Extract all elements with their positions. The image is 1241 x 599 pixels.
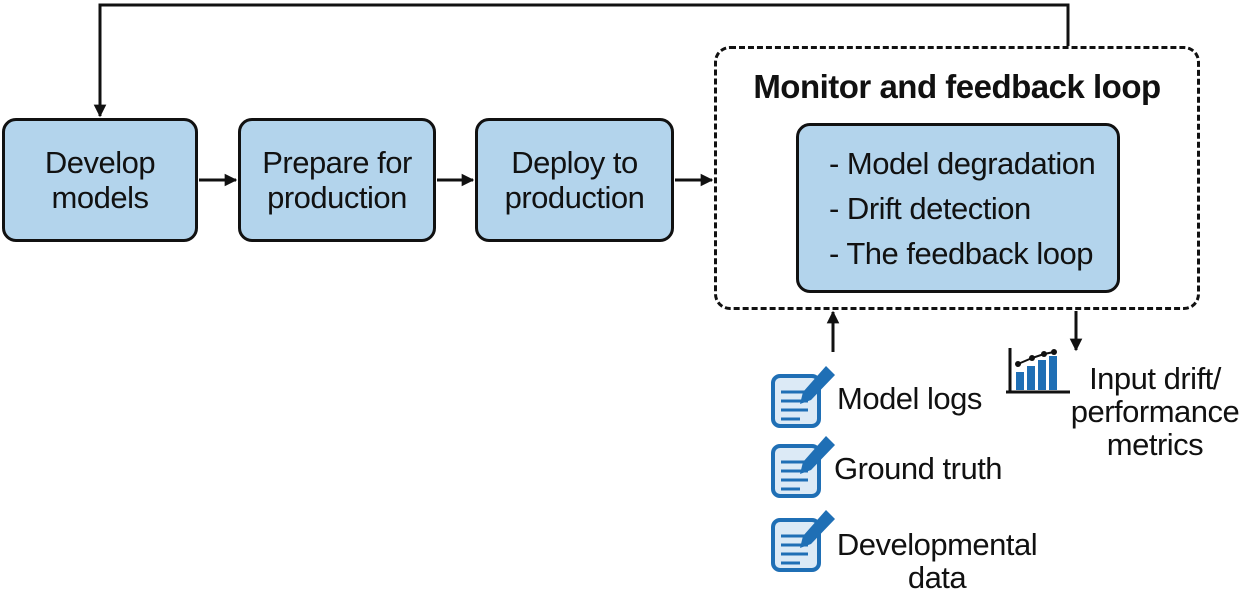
prepare-for-production-stage: Prepare for production [238, 118, 436, 242]
input-drift-metrics-label: Input drift/ performance metrics [1068, 362, 1241, 461]
label-line: Input drift/ [1089, 361, 1221, 396]
document-edit-icon [771, 436, 835, 498]
stage-label-line: Deploy to [511, 145, 638, 180]
monitor-details-box: - Model degradation - Drift detection - … [796, 123, 1120, 293]
monitor-item: - Model degradation [829, 145, 1096, 181]
label-line: performance [1070, 394, 1240, 429]
document-edit-icon [771, 366, 835, 428]
feedback-loop-arrow [93, 3, 1070, 118]
label-line: metrics [1106, 427, 1204, 462]
document-edit-icon [771, 510, 835, 572]
stage-label-line: Prepare for [262, 145, 412, 180]
monitor-feedback-group [714, 46, 1200, 310]
stage-label-line: Develop [44, 145, 156, 180]
monitor-item: - Drift detection [829, 190, 1031, 226]
develop-models-stage: Develop models [2, 118, 198, 242]
stage-label-line: production [267, 180, 407, 215]
bar-chart-icon [1006, 348, 1070, 394]
ground-truth-label: Ground truth [834, 451, 1003, 486]
label-line: Developmental [836, 527, 1038, 562]
monitor-title: Monitor and feedback loop [753, 68, 1161, 105]
monitor-item: - The feedback loop [829, 235, 1093, 271]
stage-label-line: production [504, 180, 645, 215]
deploy-to-production-stage: Deploy to production [475, 118, 674, 242]
label-line: data [907, 560, 967, 595]
model-logs-label: Model logs [837, 381, 982, 416]
stage-label-line: models [51, 180, 149, 215]
developmental-data-label: Developmental data [832, 528, 1042, 594]
